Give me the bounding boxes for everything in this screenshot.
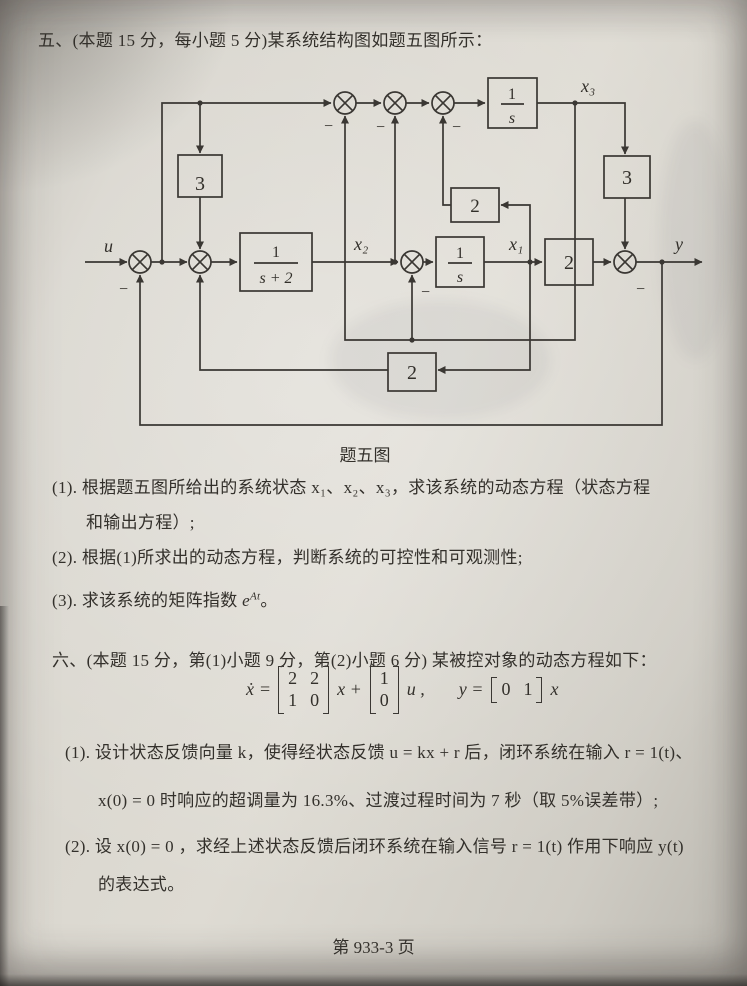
- q5-part3-text: (3). 求该系统的矩阵指数: [52, 591, 243, 610]
- q6-part2-line1: (2). 设 x(0) = 0 ，求经上述状态反馈后闭环系统在输入信号 r = …: [65, 837, 684, 856]
- output-label-y: y: [673, 234, 683, 254]
- block-gain2-mid: 2: [450, 187, 500, 223]
- diagram-blocks: 3 1 s + 2 1 s 2 1 s 2 3: [177, 77, 651, 392]
- q5-part3-e: e: [242, 591, 250, 610]
- integrator-main-numerator: 1: [456, 245, 464, 262]
- matrix-B: 1 0: [369, 666, 399, 714]
- matrix-C-cell: 1: [523, 678, 533, 699]
- matrix-A-cell: 1: [288, 689, 298, 710]
- q5-part1-line2: 和输出方程）;: [86, 513, 195, 532]
- integrator-top-denominator: s: [509, 110, 515, 127]
- block-gain3-left-label: 3: [195, 173, 205, 195]
- q5-part3: (3). 求该系统的矩阵指数 eAt。: [52, 586, 278, 611]
- minus-sign: −: [636, 281, 645, 298]
- state-label-x3: x₃: [580, 76, 595, 96]
- q6-part1-line1: (1). 设计状态反馈向量 k，使得经状态反馈 u = kx + r 后，闭环系…: [65, 743, 693, 762]
- block-integrator-top: 1 s: [487, 77, 538, 129]
- state-label-x1: x₁: [508, 234, 523, 254]
- summing-junction-f: [400, 250, 424, 274]
- problem6-heading: 六、(本题 15 分，第(1)小题 9 分，第(2)小题 6 分) 某被控对象的…: [52, 651, 657, 670]
- block-gain3-right-label: 3: [622, 167, 632, 189]
- matrix-B-row: 1: [380, 668, 389, 690]
- bleedthrough-marks: [330, 300, 550, 420]
- minus-sign: −: [452, 119, 461, 136]
- wire-x3-to-gain3-right: [537, 102, 629, 155]
- wire-outer-feedback-to-d: [136, 262, 663, 426]
- block-gain3-left: 3: [177, 154, 223, 198]
- block-gain2-out: 2: [544, 238, 594, 286]
- wire-x1-to-gain2-bottom: [437, 262, 531, 374]
- wire-gain2-mid-to-c: [439, 115, 451, 206]
- block-gain3-right: 3: [603, 155, 651, 199]
- signal-labels: u x₂ x₁ x₃ y: [104, 76, 683, 256]
- matrix-A-cell: 2: [310, 668, 320, 688]
- q5-part3-exponent: At: [249, 590, 261, 603]
- summing-junctions: [128, 91, 637, 274]
- q5-part3-period: 。: [260, 591, 278, 610]
- summing-junction-e: [188, 250, 212, 274]
- diagram-wires: [85, 99, 703, 426]
- summing-junction-a: [333, 91, 357, 115]
- input-label-u: u: [104, 236, 113, 256]
- integrator-top-numerator: 1: [508, 86, 516, 103]
- block-gain2-feedback: 2: [387, 352, 437, 392]
- wire-x3-feedback-to-a: [341, 103, 576, 341]
- matrix-B-row: 0: [380, 690, 389, 712]
- bleedthrough-marks: [660, 120, 730, 360]
- wire-pickoff-to-a: [161, 99, 332, 262]
- q6-part2-line2: 的表达式。: [98, 875, 185, 894]
- plant-denominator: s + 2: [259, 270, 292, 287]
- integrator-main-denominator: s: [457, 269, 463, 286]
- minus-sign: −: [421, 284, 430, 301]
- equation-u: u ,: [406, 679, 425, 700]
- scan-edge-shadow-bottom: [0, 974, 747, 986]
- pickoff-dots: [159, 100, 665, 343]
- state-label-x2: x₂: [353, 234, 368, 254]
- q5-part2: (2). 根据(1)所求出的动态方程，判断系统的可控性和可观测性;: [52, 548, 523, 567]
- block-plant-1-over-s-plus-2: 1 s + 2: [239, 232, 313, 292]
- minus-sign: −: [376, 119, 385, 136]
- equation-x-plus: x +: [337, 679, 362, 700]
- block-diagram-figure5: 3 1 s + 2 1 s 2 1 s 2 3: [85, 76, 703, 426]
- matrix-A-cell: 2: [288, 668, 298, 688]
- equation-x-end: x: [550, 679, 559, 700]
- matrix-C-cell: 0: [501, 678, 511, 699]
- problem5-heading: 五、(本题 15 分，每小题 5 分)某系统结构图如题五图所示：: [38, 31, 493, 50]
- equation-equals: =: [260, 679, 271, 700]
- junction-signs: − − − − − −: [119, 118, 645, 301]
- block-gain2-mid-label: 2: [470, 196, 480, 217]
- minus-sign: −: [119, 281, 128, 298]
- block-integrator-main: 1 s: [435, 236, 485, 288]
- summing-junction-b: [383, 91, 407, 115]
- block-gain2-out-label: 2: [564, 252, 574, 274]
- summing-junction-d: [128, 250, 152, 274]
- equation-xdot: ẋ: [246, 679, 254, 700]
- matrix-B-cell: 0: [379, 689, 389, 710]
- summing-junction-c: [431, 91, 455, 115]
- matrix-A-cell: 0: [310, 689, 320, 710]
- matrix-B-cell: 1: [379, 668, 389, 688]
- q5-part1-line1: (1). 根据题五图所给出的系统状态 x₁、x₂、x₃，求该系统的动态方程（状态…: [52, 478, 651, 497]
- block-gain2-feedback-label: 2: [407, 362, 417, 384]
- plant-numerator: 1: [272, 244, 280, 261]
- minus-sign: −: [324, 118, 333, 135]
- q6-part1-line2: x(0) = 0 时响应的超调量为 16.3%、过渡过程时间为 7 秒（取 5%…: [98, 791, 659, 810]
- scan-edge-shadow-left: [0, 606, 9, 986]
- equation-y-equals: y =: [458, 679, 484, 700]
- figure-caption: 题五图: [339, 446, 391, 465]
- wire-gain2-bottom-to-e: [196, 274, 388, 371]
- wire-x1-to-gain2-mid: [500, 201, 531, 262]
- page-number: 第 933-3 页: [332, 938, 415, 957]
- summing-junction-g: [613, 250, 637, 274]
